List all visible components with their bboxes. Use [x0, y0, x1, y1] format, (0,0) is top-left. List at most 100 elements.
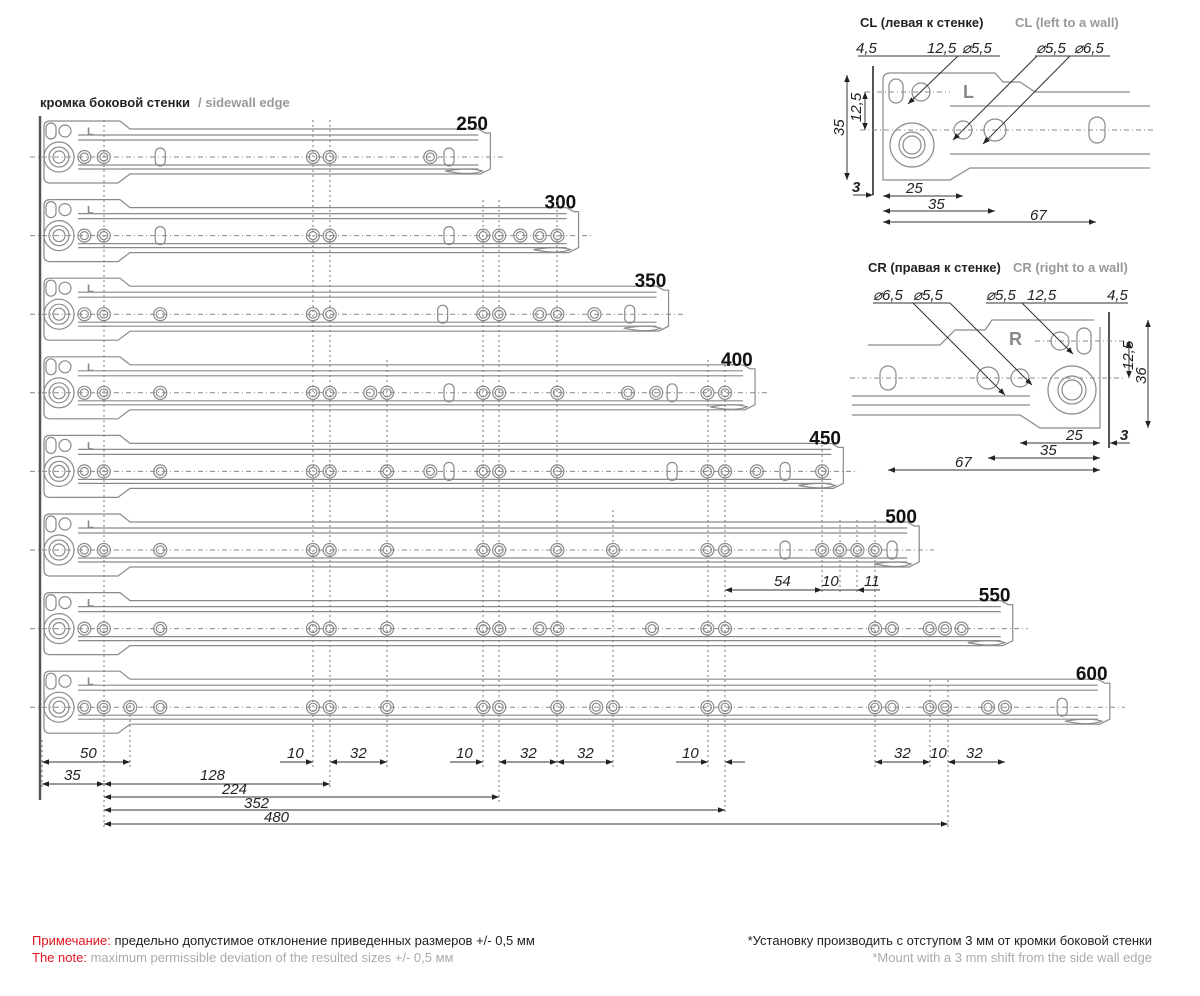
cr-detail: CR (правая к стенке) CR (right to a wall… [850, 260, 1151, 473]
mount-hole [58, 124, 72, 138]
mounting-hole-inner [325, 623, 335, 634]
mounting-hole-inner [365, 388, 375, 398]
mount-slot [45, 358, 57, 376]
cr-dim-12-5-vertical: 12,5 [1120, 340, 1137, 370]
mounting-hole-inner [870, 623, 880, 634]
roller-icon [48, 146, 70, 168]
mounting-hole-inner [535, 231, 545, 241]
rail-outline [43, 120, 491, 184]
mounting-hole-inner [155, 545, 165, 555]
mounting-hole [77, 385, 92, 400]
cr-dim-67: 67 [955, 454, 972, 471]
cr-mark: R [1009, 329, 1022, 349]
slot-hole [779, 540, 791, 560]
dim-32: 32 [577, 745, 594, 762]
mount-hole [58, 203, 72, 217]
stop-slot [709, 404, 749, 410]
mounting-hole [77, 621, 92, 636]
mounting-hole [322, 464, 337, 479]
roller-icon [52, 700, 66, 714]
rail-outline [43, 434, 844, 498]
dim-10: 10 [822, 573, 839, 590]
rail-length-label: 500 [885, 507, 917, 528]
mounting-hole [749, 464, 764, 479]
mounting-hole-inner [702, 388, 713, 398]
mounting-hole-inner [887, 702, 897, 712]
slot-hole [443, 226, 455, 246]
mount-slot [45, 515, 57, 533]
mounting-hole [476, 464, 491, 479]
rail-length-label: 400 [721, 350, 753, 371]
mount-slot [45, 201, 57, 219]
mounting-hole [77, 228, 92, 243]
mounting-hole-inner [494, 623, 504, 634]
cl-dia-5-5: ⌀5,5 [962, 40, 993, 57]
slot-hole [624, 304, 636, 324]
cl-dim-4-5: 4,5 [856, 40, 878, 57]
mounting-hole [717, 464, 733, 479]
guide-lines [41, 120, 949, 830]
roller-icon [48, 382, 70, 404]
mounting-hole [700, 621, 715, 636]
mounting-hole [476, 228, 491, 243]
mounting-hole [815, 464, 830, 479]
cr-dim-25: 25 [1065, 427, 1083, 444]
mounting-hole-inner [79, 309, 89, 319]
rail-length-label: 300 [545, 193, 577, 214]
mounting-hole-inner [552, 623, 562, 634]
slot-hole [1056, 697, 1068, 717]
mounting-hole-inner [702, 702, 713, 712]
dim-10: 10 [456, 745, 473, 762]
rail-mark: L [87, 676, 94, 688]
roller-icon [43, 141, 75, 173]
rail-outline [43, 356, 756, 420]
roller-icon [48, 460, 70, 482]
mounting-hole [153, 307, 168, 322]
roller-icon [52, 621, 66, 636]
rail-outline [43, 670, 1111, 734]
mounting-hole [492, 228, 507, 243]
mount-slot [45, 672, 57, 690]
sidewall-label-ru: кромка боковой стенки [40, 95, 190, 110]
mounting-hole [587, 307, 602, 322]
mounting-hole [423, 464, 438, 479]
mounting-hole-inner [623, 388, 633, 398]
stop-slot [533, 247, 573, 253]
mounting-hole-inner [1000, 702, 1010, 712]
mounting-hole [77, 700, 92, 715]
stop-slot [445, 168, 485, 175]
mounting-hole [153, 385, 168, 400]
mounting-hole [700, 700, 715, 715]
dim-32: 32 [350, 745, 367, 762]
mounting-hole-inner [702, 545, 713, 555]
mounting-hole-inner [155, 702, 165, 712]
rail-mark: L [87, 126, 94, 138]
roller-icon [43, 534, 75, 566]
mounting-hole [379, 464, 395, 479]
note-label-en: The note: [32, 950, 87, 965]
mounting-hole [77, 542, 92, 558]
mount-hole [58, 360, 72, 374]
mounting-hole-inner [535, 309, 545, 319]
mounting-hole [153, 700, 168, 715]
mount-note: *Установку производить с отступом 3 мм о… [748, 932, 1152, 966]
mounting-hole-inner [589, 309, 600, 319]
roller-icon [52, 307, 66, 321]
dim-10: 10 [287, 745, 304, 762]
mounting-hole-inner [79, 388, 89, 398]
rail-mark: L [87, 440, 94, 452]
slot-hole [443, 383, 455, 403]
mounting-hole [884, 700, 900, 715]
dim-128: 128 [200, 767, 226, 784]
dim-54: 54 [774, 573, 791, 590]
cr-dim-12-5: 12,5 [1027, 287, 1057, 304]
dim-10: 10 [930, 745, 947, 762]
slot-hole [666, 461, 678, 481]
mounting-hole [363, 385, 378, 400]
mounting-hole [77, 307, 92, 322]
